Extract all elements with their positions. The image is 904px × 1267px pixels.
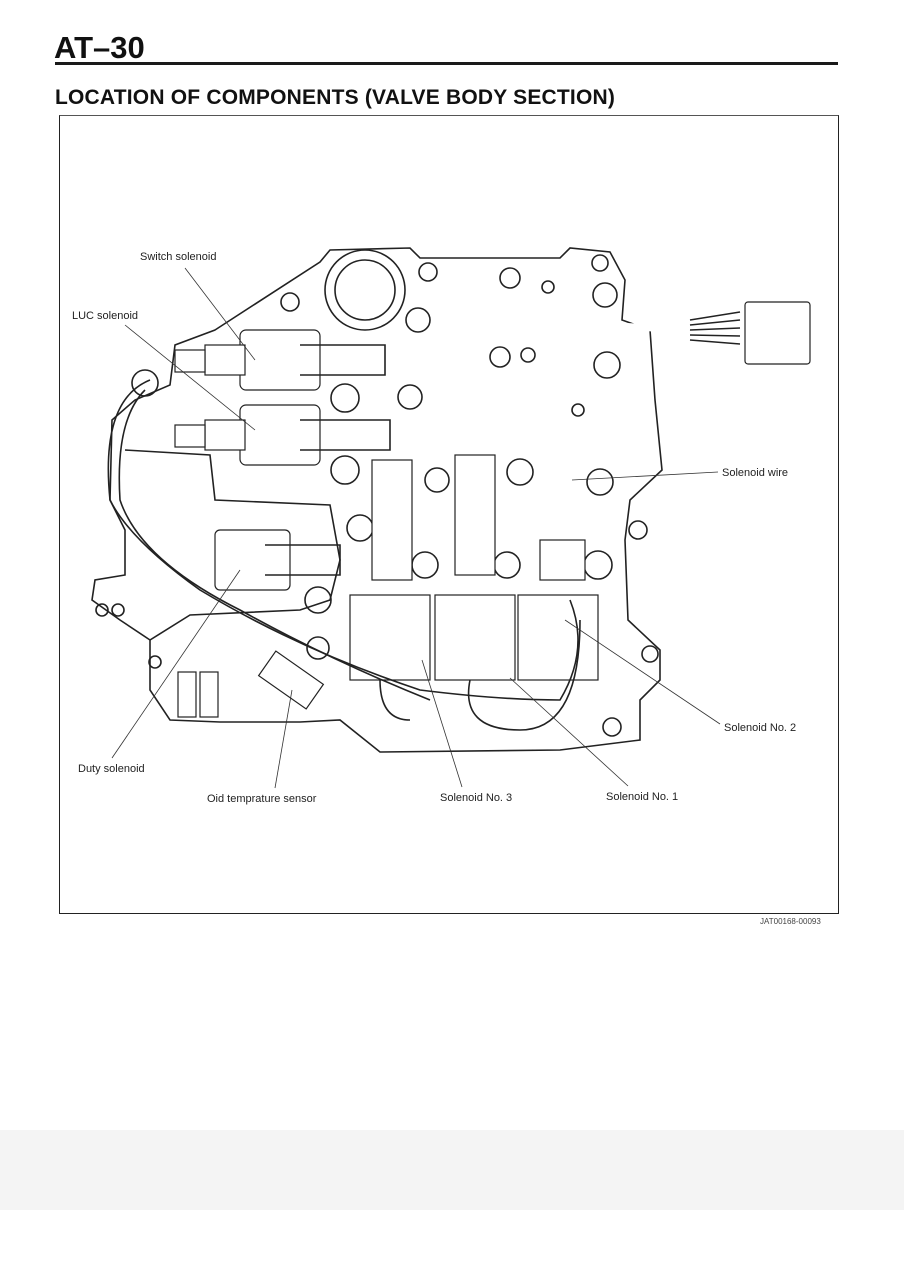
switch-solenoid-shape bbox=[174, 329, 386, 391]
label-solenoid-no1: Solenoid No. 1 bbox=[606, 791, 678, 803]
solenoid-wire-shape bbox=[559, 324, 691, 520]
figure-code: JAT00168-00093 bbox=[760, 917, 821, 926]
solenoid-no2-shape bbox=[517, 594, 599, 681]
scan-shadow bbox=[0, 1130, 904, 1210]
solenoid-no1-shape bbox=[434, 594, 516, 681]
label-solenoid-no2: Solenoid No. 2 bbox=[724, 722, 796, 734]
label-luc-solenoid: LUC solenoid bbox=[72, 310, 138, 322]
connector-shape bbox=[744, 301, 811, 365]
figure-frame bbox=[59, 115, 839, 914]
label-solenoid-wire: Solenoid wire bbox=[722, 467, 788, 479]
oil-temp-sensor-shape bbox=[257, 650, 325, 710]
duty-solenoid-shape bbox=[177, 529, 341, 718]
header-rule bbox=[55, 62, 838, 65]
label-switch-solenoid: Switch solenoid bbox=[140, 251, 216, 263]
label-solenoid-no3: Solenoid No. 3 bbox=[440, 792, 512, 804]
valve-body-outline bbox=[91, 247, 663, 753]
solenoid-no3-shape bbox=[349, 594, 431, 681]
luc-solenoid-shape bbox=[174, 404, 391, 466]
label-oil-temperature-sensor: Oid temprature sensor bbox=[207, 793, 317, 805]
label-duty-solenoid: Duty solenoid bbox=[78, 763, 145, 775]
section-title: LOCATION OF COMPONENTS (VALVE BODY SECTI… bbox=[55, 86, 616, 109]
page-number: AT–30 bbox=[54, 30, 145, 65]
